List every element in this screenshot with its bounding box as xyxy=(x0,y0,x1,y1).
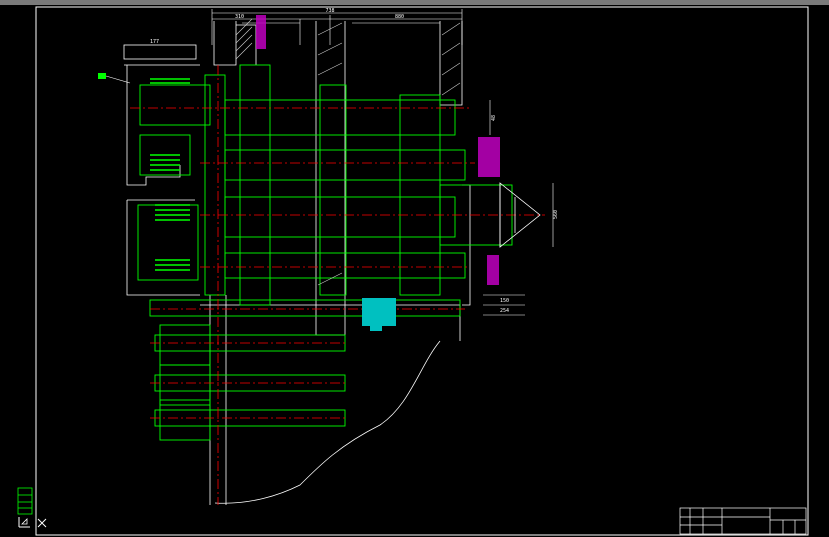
housing-outline xyxy=(123,21,471,505)
dim-left-top: 177 xyxy=(150,39,159,45)
dim-spindle-diameter: 560 xyxy=(553,210,559,219)
gear-shaft-assembly xyxy=(137,64,513,441)
gear-teeth-hatching xyxy=(150,78,190,271)
top-dimension-chain xyxy=(211,9,463,45)
drawing-frame xyxy=(35,6,809,536)
drawing-canvas[interactable]: 738 310 880 xyxy=(0,5,829,537)
dim-right-1: 48 xyxy=(491,115,497,121)
shaft-centerlines xyxy=(130,65,545,505)
magenta-sections xyxy=(256,15,500,285)
right-dimension-chain xyxy=(483,100,554,316)
dim-right-3: 254 xyxy=(500,308,509,314)
dim-right-2: 150 xyxy=(500,298,509,304)
dim-left-span: 310 xyxy=(235,14,244,20)
casting-break-curve xyxy=(214,340,441,504)
section-hatching xyxy=(235,18,461,286)
balloon-marker xyxy=(98,73,106,79)
dim-right-span: 880 xyxy=(395,14,404,20)
spindle-nose xyxy=(499,182,541,248)
window-top-bar xyxy=(0,0,829,5)
layer-indicator xyxy=(17,487,33,515)
ucs-axis-icon xyxy=(18,514,48,528)
title-block xyxy=(679,507,807,535)
leader-line xyxy=(105,75,131,84)
coupling-part xyxy=(362,298,396,331)
dim-overall-length: 738 xyxy=(325,8,334,14)
